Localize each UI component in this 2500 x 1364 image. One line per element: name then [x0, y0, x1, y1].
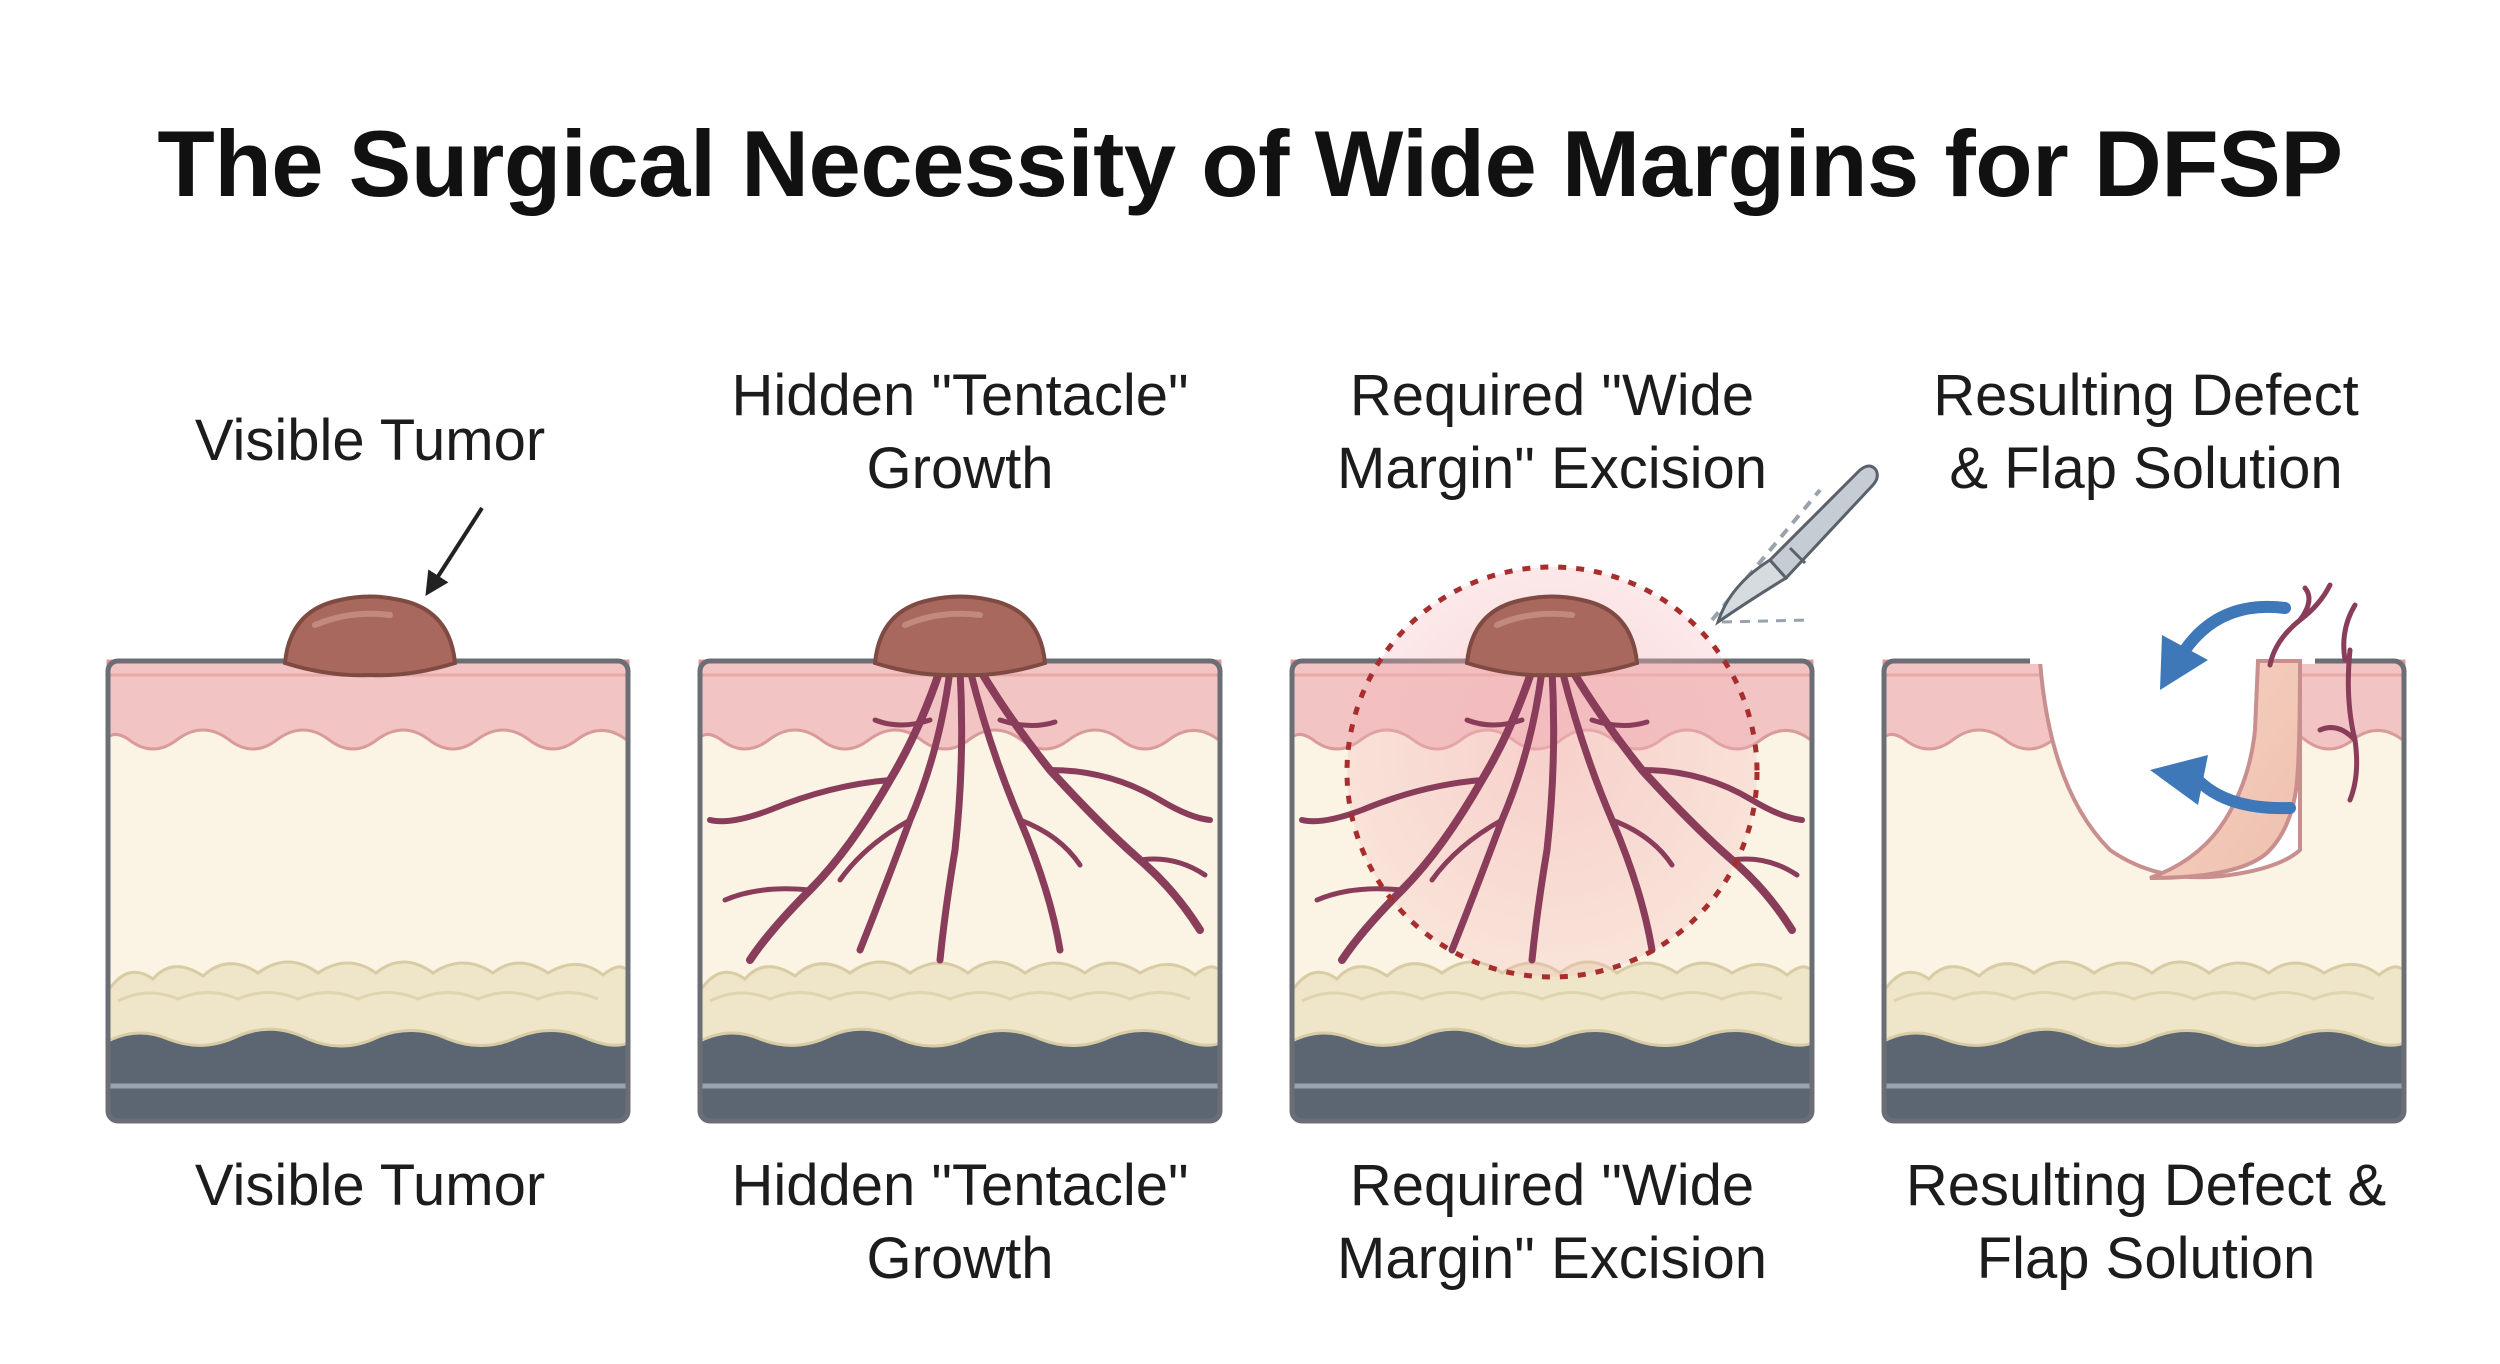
arrow-icon [425, 506, 484, 597]
panel-4-top-label: Resulting Defect & Flap Solution [1933, 363, 2359, 501]
panel-1-top-label: Visible Tumor [194, 408, 546, 473]
panel-1-tumor [285, 597, 455, 676]
skin-flap [2149, 659, 2303, 880]
excision-margin-outline [1344, 564, 1760, 980]
panel-2-bottom-label: Hidden "Tentacle" Growth [731, 1153, 1189, 1291]
panel-1-bottom-label: Visible Tumor [194, 1153, 546, 1218]
curved-arrow-icon [2150, 755, 2296, 815]
scalpel-icon [1710, 464, 1879, 626]
panel-3-bottom-label: Required "Wide Margin" Excision [1337, 1153, 1767, 1291]
panel-2-tumor [875, 597, 1045, 676]
page-title: The Surgical Necessity of Wide Margins f… [157, 111, 2343, 216]
panel-4-bottom-label: Resulting Defect & Flap Solution [1905, 1153, 2387, 1291]
panel-2-top-label: Hidden "Tentacle" Growth [731, 363, 1189, 501]
panel-3-top-label: Required "Wide Margin" Excision [1337, 363, 1767, 501]
flap-vessels [2267, 582, 2360, 803]
curved-arrow-icon [2160, 601, 2291, 690]
panel-1-skin-illustration [108, 661, 628, 1121]
